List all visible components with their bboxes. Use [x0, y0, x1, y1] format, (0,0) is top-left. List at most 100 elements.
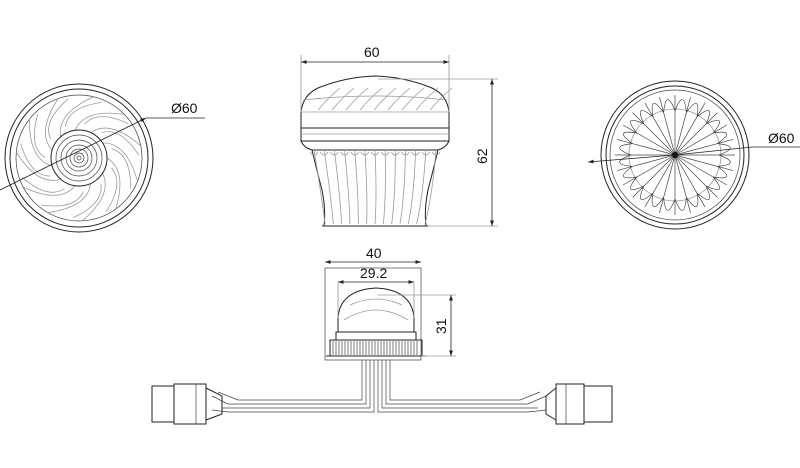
radial-spoke	[674, 112, 718, 156]
cap-texture	[317, 87, 453, 111]
bottom-cable-view: 40 29.2 31	[151, 245, 613, 425]
swirl-stroke	[111, 148, 132, 189]
flute-scallop	[350, 151, 359, 156]
radial-scallop	[651, 193, 664, 207]
right-radial-view: Ø60	[587, 80, 800, 230]
radial-scallop	[686, 103, 699, 117]
swirl-stroke	[81, 172, 106, 222]
swirl-stroke	[59, 96, 94, 137]
radial-spoke	[622, 154, 676, 186]
flute-scallop	[431, 151, 441, 156]
body-flutes	[309, 149, 441, 225]
swirl-stroke	[20, 143, 51, 177]
swirl-stroke	[106, 157, 121, 210]
radial-scallop	[717, 143, 731, 156]
flute-line	[364, 149, 368, 225]
radial-spoke	[674, 96, 691, 156]
radial-spoke	[659, 154, 676, 214]
swirl-stroke	[21, 177, 65, 193]
radial-scallop	[696, 185, 711, 200]
flute-scallop	[401, 151, 410, 156]
center-rings	[50, 129, 108, 187]
radial-scallop	[630, 176, 645, 191]
side-height-label: 62	[474, 148, 490, 164]
flute-line	[424, 149, 437, 225]
radial-scallop	[674, 197, 687, 211]
bottom-width-label: 40	[366, 245, 382, 261]
radial-scallop	[713, 166, 727, 179]
top-width-dimension: 60	[300, 44, 450, 112]
left-connector	[151, 383, 223, 425]
cap-stripe	[401, 87, 425, 111]
flute-scallop	[391, 151, 400, 156]
flute-scallop	[370, 151, 380, 156]
swirl-stroke	[45, 98, 59, 151]
radial-scallop	[651, 103, 664, 117]
radial-scallop	[619, 143, 633, 156]
flute-scallop	[309, 151, 319, 156]
dome-width-dimension: 29.2	[337, 265, 415, 318]
radial-spoke	[632, 154, 676, 198]
cap-stripe	[373, 87, 397, 111]
side-elevation-view: 60 62	[300, 44, 498, 227]
radial-scallop	[663, 99, 676, 113]
cap-stripe	[429, 87, 453, 111]
flute-scallop	[421, 151, 431, 156]
radial-scallop	[713, 131, 727, 144]
swirl-stroke	[72, 183, 102, 219]
radial-spoke	[674, 102, 706, 156]
radial-spoke	[616, 154, 676, 171]
swirl-stroke	[101, 131, 140, 156]
bottom-height-label: 31	[433, 318, 449, 334]
flute-line	[313, 149, 326, 225]
radial-spoke	[674, 154, 718, 198]
flute-scallop	[380, 151, 390, 156]
radial-spoke	[616, 139, 676, 156]
radial-spoke	[674, 154, 728, 186]
left-swirl-view: Ø60	[0, 83, 205, 233]
swirl-stroke	[15, 151, 61, 181]
swirl-petals	[15, 96, 142, 222]
flute-scallop	[360, 151, 370, 156]
swirl-stroke	[74, 112, 125, 131]
radial-scallop	[630, 119, 645, 134]
cap-stripe	[415, 87, 439, 111]
cap-stripe	[359, 87, 383, 111]
radial-scallop	[717, 154, 731, 167]
base-ridges	[332, 341, 418, 355]
swirl-stroke	[33, 114, 46, 158]
radial-spoke	[644, 154, 676, 208]
cap-stripe	[331, 87, 355, 111]
swirl-stroke	[102, 142, 138, 182]
radial-spoke	[674, 154, 691, 214]
radial-spoke	[622, 124, 676, 156]
swirl-stroke	[64, 102, 102, 127]
right-connector	[545, 383, 613, 425]
left-diameter-label: Ø60	[171, 100, 198, 116]
swirl-stroke	[47, 183, 92, 214]
radial-scallop	[686, 193, 699, 207]
flute-scallop	[411, 151, 420, 156]
radial-spoke	[644, 102, 676, 156]
radial-spoke	[674, 124, 728, 156]
radial-petals	[615, 95, 735, 215]
radial-scallop	[639, 110, 654, 125]
side-height-dimension: 62	[378, 78, 498, 227]
flute-line	[391, 149, 396, 225]
cap-stripe	[345, 87, 369, 111]
right-diameter-dimension: Ø60	[587, 130, 800, 164]
flute-line	[382, 149, 386, 225]
radial-scallop	[619, 154, 633, 167]
radial-spoke	[674, 154, 734, 171]
radial-spoke	[674, 139, 734, 156]
swirl-stroke	[48, 98, 69, 140]
radial-scallop	[663, 197, 676, 211]
radial-scallop	[623, 131, 637, 144]
cap-stripe	[387, 87, 411, 111]
swirl-stroke	[29, 119, 53, 167]
radial-spoke	[632, 112, 676, 156]
radial-scallop	[623, 166, 637, 179]
radial-spoke	[659, 96, 676, 156]
flute-line	[354, 149, 359, 225]
